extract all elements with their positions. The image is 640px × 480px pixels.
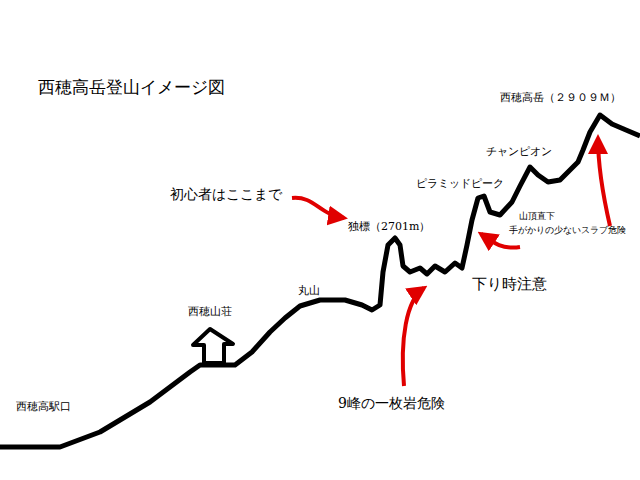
note-label: 下り時注意 (472, 276, 547, 293)
callout-arrow (403, 288, 424, 386)
note-label: 手がかりの少ないスラブ危険 (509, 225, 626, 235)
callout-arrow (292, 198, 344, 218)
note-label: 山頂直下 (519, 211, 555, 221)
place-label: 丸山 (298, 285, 320, 298)
note-label: 9峰の一枚岩危険 (338, 395, 445, 411)
peak-label: チャンピオン (486, 146, 552, 159)
diagram-title: 西穂高岳登山イメージ図 (38, 78, 225, 98)
note-label: 初心者はここまで (170, 186, 282, 202)
callout-arrow (481, 234, 520, 248)
peak-label: 独標（2701m） (348, 221, 430, 234)
place-label: 西穂高駅口 (16, 401, 71, 414)
ridge-line (0, 115, 640, 447)
peak-label: 西穂高岳（２９０９Ｍ） (500, 92, 621, 105)
peak-label: ピラミッドピーク (416, 178, 504, 191)
hut-icon (193, 329, 233, 363)
callout-arrow (598, 138, 610, 226)
hut-label: 西穂山荘 (188, 306, 232, 319)
